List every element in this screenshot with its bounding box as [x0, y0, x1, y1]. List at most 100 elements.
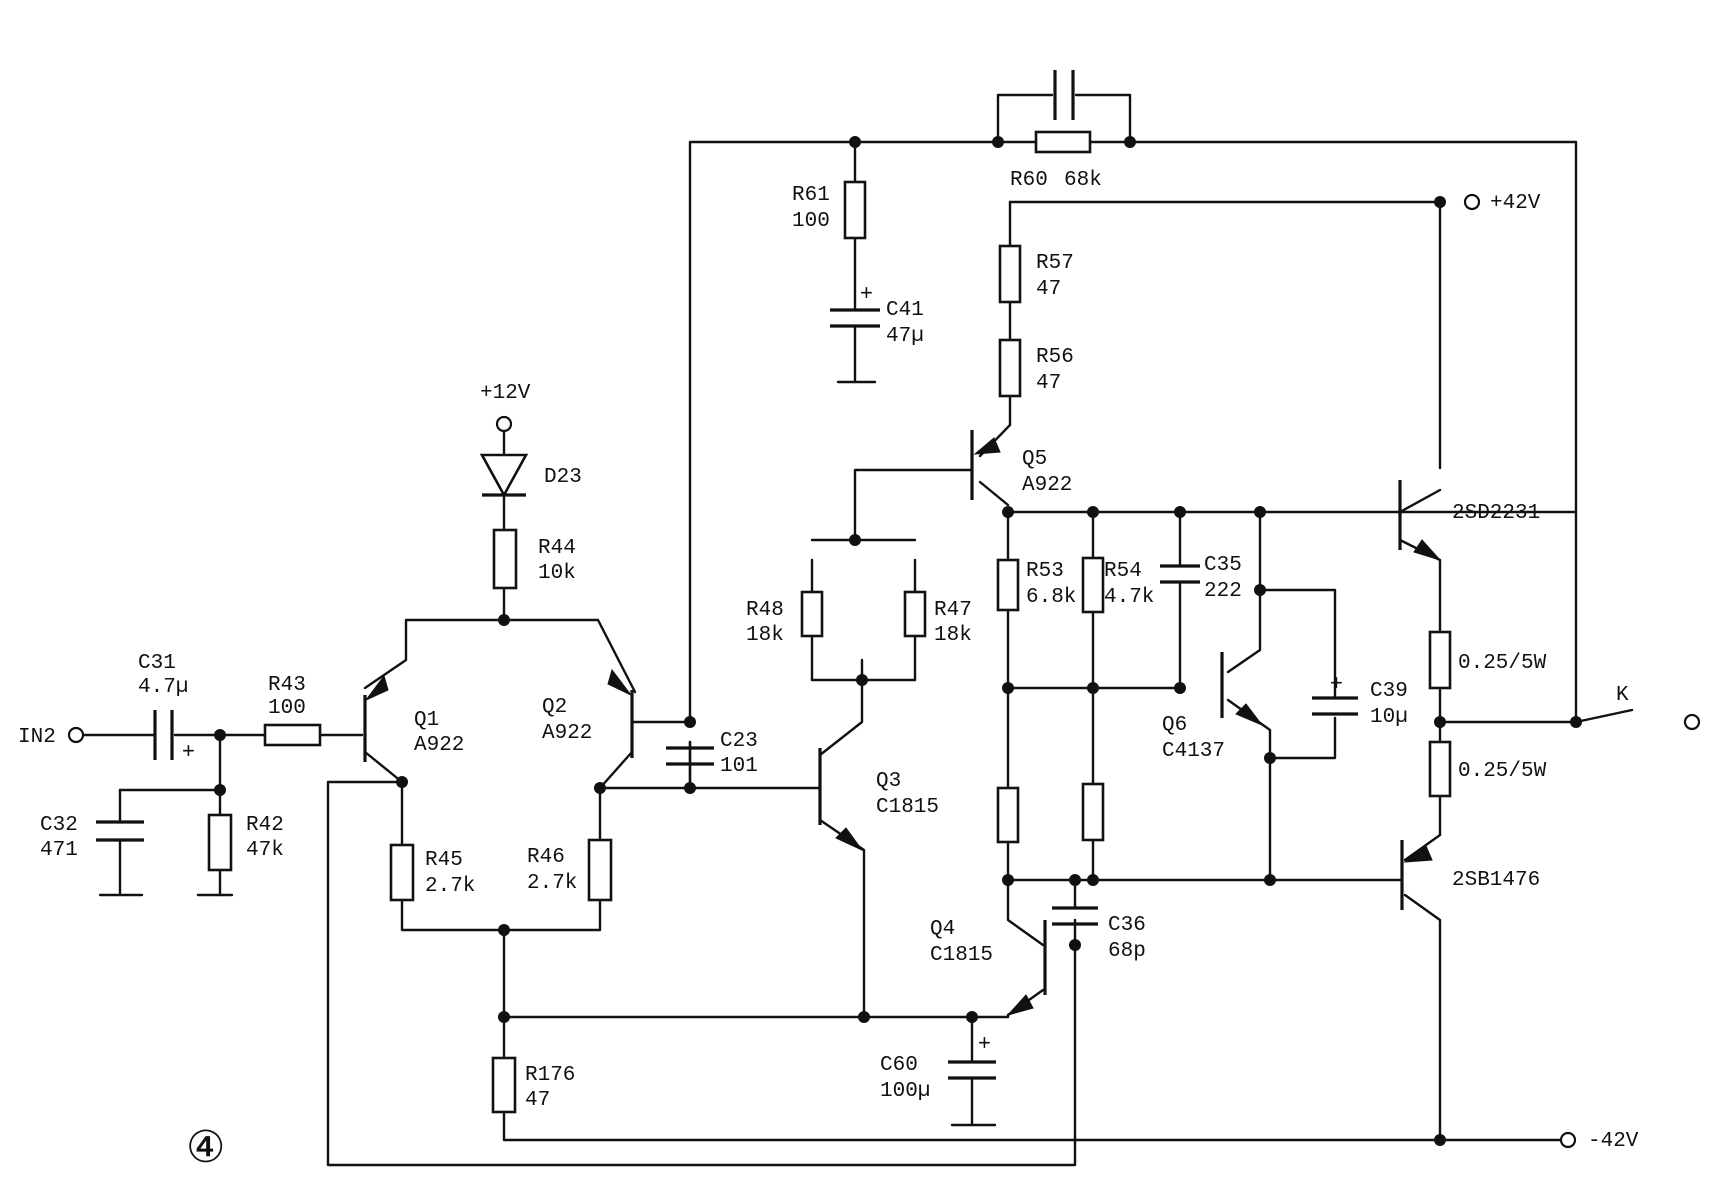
C31-polarity: +	[182, 738, 195, 763]
plus42-terminal: +42V	[1463, 192, 1541, 215]
R45-value: 2.7k	[425, 875, 475, 898]
R48-resistor: R48 18k	[746, 590, 824, 647]
R46-ref: R46	[527, 846, 565, 869]
C23-value: 101	[720, 755, 758, 778]
R48-ref: R48	[746, 599, 784, 622]
R57-value: 47	[1036, 278, 1061, 301]
C41-value: 47µ	[886, 325, 924, 348]
R60-value: 68k	[1064, 169, 1102, 192]
C60-polarity: +	[978, 1030, 991, 1055]
R61-resistor: R61 100	[792, 180, 867, 240]
minus42-label: -42V	[1588, 1130, 1639, 1153]
R61-value: 100	[792, 210, 830, 233]
R176-ref: R176	[525, 1064, 575, 1087]
plus12-terminal: +12V	[480, 382, 531, 433]
R60-parallel-capacitor	[1053, 70, 1075, 120]
junction-dots	[214, 136, 1582, 1146]
R56-resistor: R56 47	[998, 338, 1074, 398]
C60-capacitor: + C60 100µ	[880, 1030, 996, 1103]
Q-2SD2231-label: 2SD2231	[1452, 502, 1540, 525]
Q2-transistor: Q2 A922	[542, 668, 634, 758]
Re-top-value: 0.25/5W	[1458, 652, 1547, 675]
C60-ref: C60	[880, 1054, 918, 1077]
C60-value: 100µ	[880, 1080, 930, 1103]
unlabeled-resistor-right	[1081, 782, 1105, 842]
R45-resistor: R45 2.7k	[389, 843, 475, 902]
R47-ref: R47	[934, 599, 972, 622]
C32-capacitor: C32 471	[40, 814, 144, 862]
C36-capacitor: C36 68p	[1052, 906, 1146, 963]
Q5-ref: Q5	[1022, 448, 1047, 471]
plus12-label: +12V	[480, 382, 531, 405]
C35-value: 222	[1204, 580, 1242, 603]
Re-top-resistor: 0.25/5W	[1428, 630, 1547, 690]
R47-value: 18k	[934, 624, 972, 647]
Re-bottom-resistor: 0.25/5W	[1428, 740, 1547, 798]
C39-polarity: +	[1330, 670, 1343, 695]
Q6-transistor: Q6 C4137	[1162, 652, 1264, 763]
wires	[78, 93, 1692, 1167]
R60-ref: R60	[1010, 169, 1048, 192]
R43-ref: R43	[268, 674, 306, 697]
Q1-ref: Q1	[414, 709, 439, 732]
Q3-value: C1815	[876, 796, 939, 819]
C36-ref: C36	[1108, 914, 1146, 937]
Q6-value: C4137	[1162, 740, 1225, 763]
R176-value: 47	[525, 1089, 550, 1112]
C23-ref: C23	[720, 730, 758, 753]
C36-value: 68p	[1108, 940, 1146, 963]
R53-resistor: R53 6.8k	[996, 558, 1076, 612]
R54-ref: R54	[1104, 560, 1142, 583]
Q4-transistor: Q4 C1815	[930, 918, 1047, 1016]
Q3-transistor: Q3 C1815	[818, 748, 939, 852]
C41-ref: C41	[886, 299, 924, 322]
C35-ref: C35	[1204, 554, 1242, 577]
R42-resistor: R42 47k	[207, 813, 284, 872]
C31-value: 4.7µ	[138, 676, 188, 699]
Q3-ref: Q3	[876, 770, 901, 793]
R61-ref: R61	[792, 184, 830, 207]
C31-ref: C31	[138, 652, 176, 675]
Q4-ref: Q4	[930, 918, 955, 941]
figure-marker: ④	[186, 1122, 225, 1173]
Q1-transistor: Q1 A922	[363, 674, 464, 762]
Q-2SB1476-label: 2SB1476	[1452, 869, 1540, 892]
C35-capacitor: C35 222	[1160, 554, 1242, 603]
Re-bottom-value: 0.25/5W	[1458, 760, 1547, 783]
Q4-value: C1815	[930, 944, 993, 967]
Q1-value: A922	[414, 734, 464, 757]
Q-2SD2231-transistor: 2SD2231	[1398, 480, 1540, 562]
R46-resistor: R46 2.7k	[527, 838, 613, 902]
IN2-terminal: IN2	[18, 726, 85, 749]
plus42-label: +42V	[1490, 192, 1541, 215]
R44-ref: R44	[538, 537, 576, 560]
C41-capacitor: + C41 47µ	[830, 280, 924, 348]
R54-value: 4.7k	[1104, 586, 1154, 609]
R46-value: 2.7k	[527, 872, 577, 895]
IN2-label: IN2	[18, 726, 56, 749]
R45-ref: R45	[425, 849, 463, 872]
C41-polarity: +	[860, 280, 873, 305]
R47-resistor: R47 18k	[903, 590, 972, 647]
Q2-value: A922	[542, 722, 592, 745]
C32-ref: C32	[40, 814, 78, 837]
C39-ref: C39	[1370, 680, 1408, 703]
D23-diode: D23	[479, 453, 582, 498]
minus42-terminal: -42V	[1559, 1130, 1639, 1153]
Q2-ref: Q2	[542, 696, 567, 719]
R56-value: 47	[1036, 372, 1061, 395]
R42-value: 47k	[246, 839, 284, 862]
R43-resistor: R43 100	[263, 674, 322, 747]
Q6-ref: Q6	[1162, 714, 1187, 737]
R43-value: 100	[268, 697, 306, 720]
C39-capacitor: + C39 10µ	[1312, 670, 1408, 729]
Q5-value: A922	[1022, 474, 1072, 497]
C23-capacitor: C23 101	[666, 730, 758, 778]
R53-value: 6.8k	[1026, 586, 1076, 609]
R53-ref: R53	[1026, 560, 1064, 583]
unlabeled-resistor-left	[996, 786, 1020, 844]
R57-ref: R57	[1036, 252, 1074, 275]
R48-value: 18k	[746, 624, 784, 647]
